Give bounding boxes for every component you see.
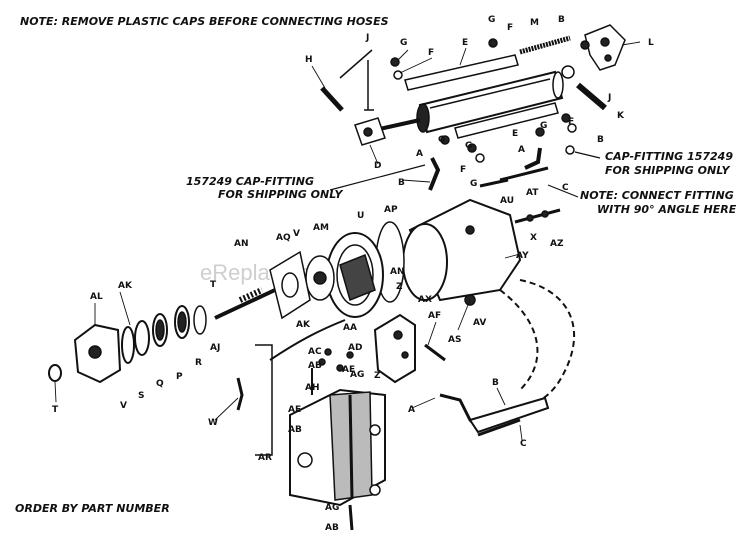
label-K: K	[617, 111, 625, 121]
label-W: W	[208, 418, 218, 428]
bottom-note: ORDER BY PART NUMBER	[15, 502, 170, 515]
label-Q: Q	[156, 379, 164, 389]
label-AS: AS	[448, 335, 461, 345]
label-AB2: AB	[288, 425, 302, 435]
label-F2: F	[507, 23, 513, 33]
hose-lines	[269, 279, 576, 437]
label-AH: AH	[305, 383, 320, 393]
label-M: M	[530, 18, 539, 28]
label-F: F	[428, 48, 434, 58]
fitting-note-line1: NOTE: CONNECT FITTING	[580, 189, 734, 202]
pump-reservoir-assembly	[48, 198, 561, 384]
label-F4: F	[460, 165, 466, 175]
label-G: G	[400, 38, 407, 48]
label-V: V	[293, 229, 300, 239]
label-leaders	[54, 41, 641, 441]
label-G3: G	[540, 121, 547, 131]
fitting-note-line2: WITH 90° ANGLE HERE	[597, 203, 737, 216]
label-B2: B	[597, 135, 604, 145]
label-AR: AR	[258, 453, 272, 463]
label-AM: AM	[313, 223, 329, 233]
label-AN: AN	[234, 239, 249, 249]
label-AQ: AQ	[276, 233, 291, 243]
label-AU: AU	[500, 196, 514, 206]
label-P: P	[176, 372, 183, 382]
label-Z: Z	[396, 282, 403, 292]
label-C: C	[562, 183, 569, 193]
cap-fitting-right-line1: CAP-FITTING 157249	[605, 150, 733, 163]
label-G4: G	[438, 135, 445, 145]
label-D: D	[374, 161, 381, 171]
label-G6: G	[470, 179, 477, 189]
label-AP: AP	[384, 205, 398, 215]
label-X: X	[530, 233, 537, 243]
label-AL: AL	[90, 292, 103, 302]
label-H: H	[305, 55, 313, 65]
label-V2: V	[120, 401, 127, 411]
label-AE: AE	[342, 365, 355, 375]
label-AW: AN	[390, 267, 405, 277]
top-note: NOTE: REMOVE PLASTIC CAPS BEFORE CONNECT…	[20, 15, 389, 28]
label-AT: AT	[526, 188, 539, 198]
label-AB: AB	[308, 361, 322, 371]
label-U: U	[357, 211, 364, 221]
label-J: J	[365, 33, 369, 43]
label-AG2: AG	[325, 503, 339, 513]
cylinder-assembly	[320, 24, 626, 191]
label-B: B	[558, 15, 565, 25]
cap-fitting-left-line1: 157249 CAP-FITTING	[186, 175, 314, 188]
label-G2: G	[488, 15, 495, 25]
valve-assembly	[236, 313, 416, 531]
label-AY: AY	[516, 251, 529, 261]
label-AZ: AZ	[550, 239, 564, 249]
label-R: R	[195, 358, 202, 368]
label-A2: A	[416, 149, 423, 159]
part-labels: J G F E G F M B L H J K F B E G A A G G …	[52, 15, 654, 533]
cap-fitting-left-line2: FOR SHIPPING ONLY	[218, 188, 344, 201]
label-B3: B	[398, 178, 405, 188]
label-C2: C	[520, 439, 527, 449]
label-AB3: AB	[325, 523, 339, 533]
label-B4: B	[492, 378, 499, 388]
label-AV: AV	[473, 318, 486, 328]
label-AX: AX	[418, 295, 432, 305]
label-AA: AA	[343, 323, 357, 333]
label-AJ: AJ	[210, 343, 220, 353]
label-AC: AC	[308, 347, 322, 357]
label-AD: AD	[348, 343, 362, 353]
label-T: T	[210, 280, 217, 290]
label-E: E	[462, 38, 468, 48]
label-F3: F	[568, 117, 574, 127]
label-G5: G	[465, 141, 472, 151]
label-S: S	[138, 391, 144, 401]
label-Z2: Z	[374, 371, 381, 381]
label-E2: E	[512, 129, 518, 139]
label-A: A	[518, 145, 525, 155]
label-AK: AK	[118, 281, 133, 291]
label-AK2: AK	[296, 320, 311, 330]
label-AG: AG	[350, 370, 364, 380]
label-A3: A	[408, 405, 415, 415]
label-AF: AF	[428, 311, 441, 321]
label-T2: T	[52, 405, 59, 415]
cap-fitting-right-line2: FOR SHIPPING ONLY	[605, 164, 731, 177]
label-AE2: AE	[288, 405, 301, 415]
label-L: L	[648, 38, 654, 48]
label-J2: J	[607, 93, 611, 103]
